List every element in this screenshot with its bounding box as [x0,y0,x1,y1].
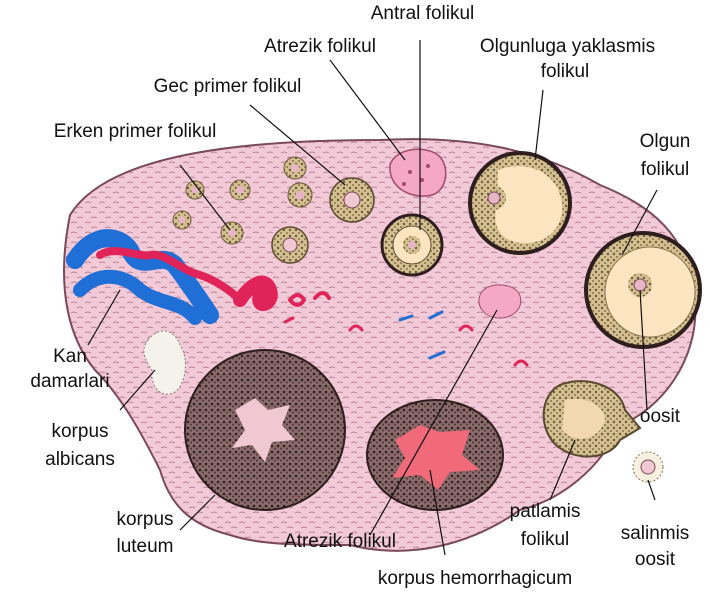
label-patlamis-line1: patlamis [490,500,600,523]
antral-follicle [382,215,442,275]
label-kan-line1: Kan [40,345,100,368]
label-gec-primer-folikul: Gec primer folikul [125,75,330,98]
label-olgunluga-line2: folikul [510,60,620,83]
label-atrezik-folikul-top: Atrezik folikul [240,35,400,58]
label-patlamis-line2: folikul [490,528,600,551]
label-korpus-luteum-line1: korpus [95,508,195,531]
atretic-follicle-center [479,285,521,318]
corpus-hemorrhagicum-shape [367,400,503,510]
label-olgun-line2: folikul [625,158,705,181]
label-olgun-line1: Olgun [630,130,700,153]
label-antral-folikul: Antral folikul [350,2,495,25]
label-korpus-hemorrhagicum: korpus hemorrhagicum [345,567,605,590]
label-oosit: oosit [620,405,700,428]
label-salinmis-line1: salinmis [605,522,705,545]
maturing-follicle [470,153,570,253]
label-korpus-albicans-line1: korpus [30,420,130,443]
label-korpus-luteum-line2: luteum [95,535,195,558]
label-olgunluga-line1: Olgunluga yaklasmis [450,35,685,58]
released-oocyte [633,452,663,482]
corpus-luteum-shape [185,350,345,510]
label-salinmis-line2: oosit [615,548,695,571]
label-korpus-albicans-line2: albicans [20,448,140,471]
label-erken-primer-folikul: Erken primer folikul [25,120,245,143]
label-atrezik-folikul-bottom: Atrezik folikul [255,530,425,553]
mature-follicle [586,233,700,347]
label-kan-line2: damarlari [15,370,125,393]
